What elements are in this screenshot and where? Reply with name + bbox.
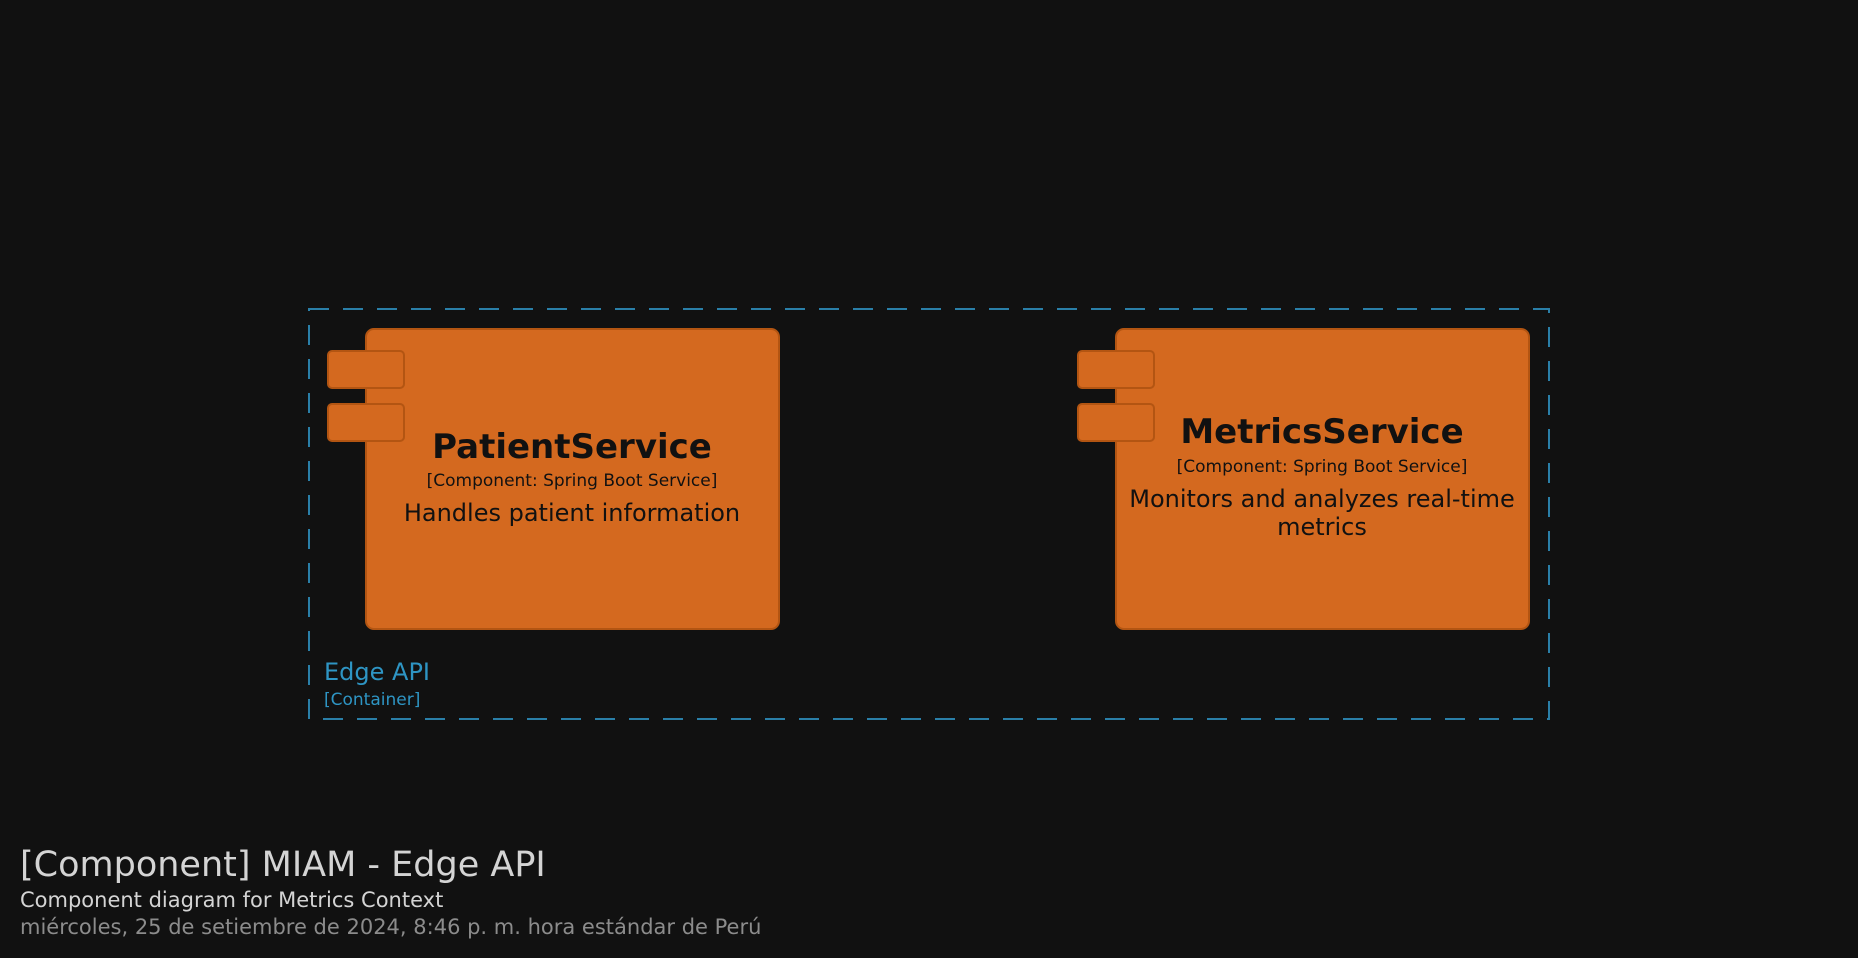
component-port-bottom (1077, 403, 1155, 442)
component-port-bottom (327, 403, 405, 442)
component-body (1115, 328, 1530, 630)
container-boundary[interactable]: Edge API [Container] (308, 308, 1550, 720)
diagram-subtitle: Component diagram for Metrics Context (20, 888, 444, 912)
component-description-line-1: Monitors and analyzes real-time (1129, 485, 1515, 513)
component-technology: [Component: Spring Boot Service] (1177, 457, 1468, 477)
diagram-title: [Component] MIAM - Edge API (20, 845, 546, 885)
component-description-line-2: metrics (1277, 513, 1367, 541)
component-port-top (1077, 350, 1155, 389)
diagram-footer: [Component] MIAM - Edge API Component di… (20, 844, 761, 940)
component-port-top (327, 350, 405, 389)
component-body (365, 328, 780, 630)
boundary-name: Edge API (324, 658, 430, 686)
boundary-border (308, 308, 1550, 720)
component-title: PatientService (432, 427, 712, 467)
component-patient-service[interactable]: PatientService [Component: Spring Boot S… (327, 328, 780, 630)
diagram-timestamp: miércoles, 25 de setiembre de 2024, 8:46… (20, 915, 762, 939)
component-title: MetricsService (1180, 412, 1463, 452)
component-metrics-service[interactable]: MetricsService [Component: Spring Boot S… (1077, 328, 1530, 630)
component-description: Handles patient information (404, 499, 740, 527)
component-technology: [Component: Spring Boot Service] (427, 471, 718, 491)
boundary-type: [Container] (324, 690, 420, 710)
